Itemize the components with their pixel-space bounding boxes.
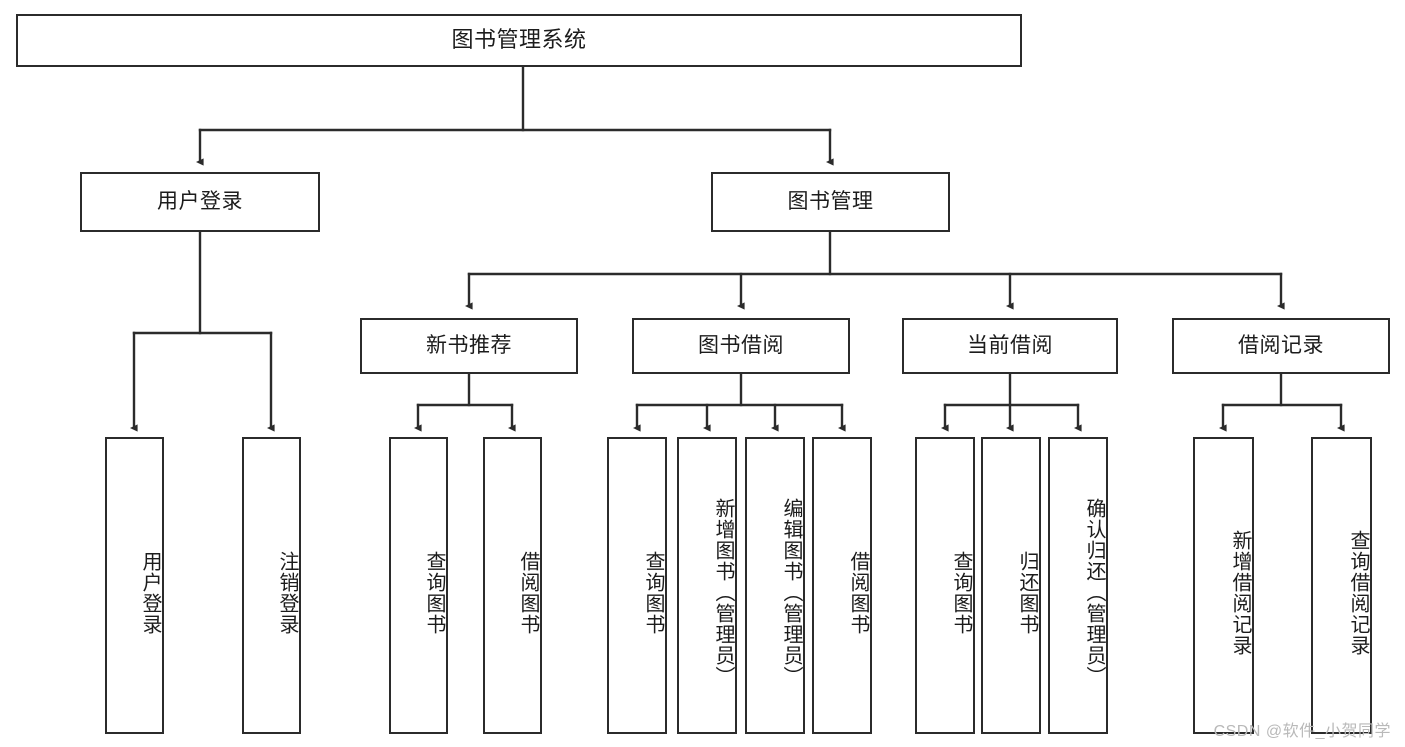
leaf-borrow-edit-book-admin[interactable]: 编辑图书（管理员） [745,437,805,734]
node-book-management[interactable]: 图书管理 [711,172,950,232]
leaf-user-login-signin[interactable]: 用户登录 [105,437,164,734]
node-borrow-record[interactable]: 借阅记录 [1172,318,1390,374]
node-label: 注销登录 [276,550,298,635]
node-label: 确认归还（管理员） [1083,498,1105,687]
node-root-system[interactable]: 图书管理系统 [16,14,1022,67]
node-label: 图书管理 [787,190,874,214]
leaf-current-return-book[interactable]: 归还图书 [981,437,1041,734]
node-book-borrow[interactable]: 图书借阅 [632,318,850,374]
node-label: 借阅图书 [517,550,539,635]
node-label: 新增借阅记录 [1229,529,1251,656]
node-label: 新书推荐 [426,334,512,358]
leaf-current-query-book[interactable]: 查询图书 [915,437,975,734]
csdn-watermark: CSDN @软件_小贺同学 [1213,723,1391,740]
node-label: 借阅记录 [1238,334,1324,358]
node-label: 用户登录 [157,190,243,214]
node-current-borrow[interactable]: 当前借阅 [902,318,1118,374]
node-label: 新增图书（管理员） [712,498,734,687]
leaf-user-login-signout[interactable]: 注销登录 [242,437,301,734]
node-new-book-recommend[interactable]: 新书推荐 [360,318,578,374]
leaf-record-add-record[interactable]: 新增借阅记录 [1193,437,1254,734]
leaf-recommend-query-book[interactable]: 查询图书 [389,437,448,734]
node-user-login[interactable]: 用户登录 [80,172,320,232]
node-label: 归还图书 [1016,550,1038,635]
node-label: 图书借阅 [698,334,784,358]
leaf-borrow-borrow-book[interactable]: 借阅图书 [812,437,872,734]
node-label: 当前借阅 [967,334,1053,358]
leaf-borrow-query-book[interactable]: 查询图书 [607,437,667,734]
leaf-borrow-add-book-admin[interactable]: 新增图书（管理员） [677,437,737,734]
node-label: 借阅图书 [847,550,869,635]
node-label: 查询图书 [423,550,445,635]
leaf-current-confirm-return-admin[interactable]: 确认归还（管理员） [1048,437,1108,734]
node-label: 查询图书 [642,550,664,635]
leaf-record-query-record[interactable]: 查询借阅记录 [1311,437,1372,734]
node-label: 用户登录 [139,550,161,635]
node-label: 图书管理系统 [451,27,587,53]
node-label: 查询图书 [950,550,972,635]
node-label: 编辑图书（管理员） [780,498,802,687]
leaf-recommend-borrow-book[interactable]: 借阅图书 [483,437,542,734]
node-label: 查询借阅记录 [1347,529,1369,656]
